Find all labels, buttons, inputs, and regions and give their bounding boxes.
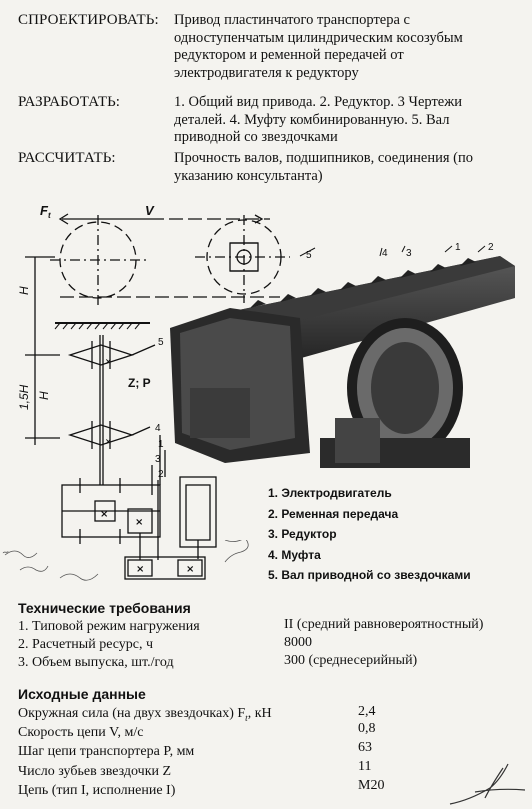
tech-row-value: 8000 — [284, 635, 312, 650]
callout-1: 1 — [158, 439, 164, 450]
callout-2: 2 — [158, 469, 164, 480]
input-row-label: Скорость цепи V, м/с — [18, 725, 144, 740]
design-line: электродвигателя к редуктору — [174, 64, 359, 81]
develop-label: РАЗРАБОТАТЬ: — [18, 94, 121, 110]
input-row-label: Число зубьев звездочки Z — [18, 764, 172, 779]
legend-item: 3. Редуктор — [268, 527, 337, 541]
input-row-value: 2,4 — [358, 704, 376, 719]
photo-callout-5: 5 — [306, 250, 312, 261]
input-row-value: M20 — [358, 778, 385, 793]
calc-label: РАССЧИТАТЬ: — [18, 150, 116, 166]
legend-item: 4. Муфта — [268, 547, 321, 562]
develop-line: деталей. 4. Муфту комбинированную. 5. Ва… — [174, 111, 450, 128]
design-line: одноступенчатым цилиндрическим косозубым — [174, 29, 463, 46]
svg-text:×: × — [105, 357, 112, 366]
svg-text:×: × — [100, 509, 108, 520]
svg-text:×: × — [135, 517, 143, 528]
develop-line: 1. Общий вид привода. 2. Редуктор. 3 Чер… — [174, 94, 463, 110]
legend: 1. Электродвигатель 2. Ременная передача… — [268, 483, 471, 586]
tech-row-label: 1. Типовой режим нагружения — [18, 619, 200, 634]
tech-row-value: 300 (среднесерийный) — [284, 653, 418, 668]
input-row-value: 0,8 — [358, 721, 376, 736]
conveyor-photo: 5 4 3 1 2 — [170, 242, 515, 468]
develop-text: 1. Общий вид привода. 2. Редуктор. 3 Чер… — [174, 94, 519, 147]
v-label: V — [145, 203, 155, 218]
input-row-label: Окружная сила (на двух звездочках) Ft, к… — [18, 706, 272, 723]
tech-title: Технические требования — [18, 600, 191, 616]
legend-item: 5. Вал приводной со звездочками — [268, 568, 471, 582]
photo-callout-2: 2 — [488, 242, 494, 253]
photo-callout-4: 4 — [382, 248, 388, 259]
h-label: H — [17, 286, 31, 295]
legend-item: 1. Электродвигатель — [268, 486, 392, 500]
input-row-label: Цепь (тип I, исполнение I) — [18, 783, 176, 798]
h2-label: H — [37, 391, 51, 400]
input-row-label: Шаг цепи транспортера P, мм — [18, 744, 195, 759]
svg-text:×: × — [105, 437, 112, 446]
design-text: Привод пластинчатого транспортера с одно… — [174, 12, 519, 82]
design-label: СПРОЕКТИРОВАТЬ: — [18, 12, 159, 28]
calc-text: Прочность валов, подшипников, соединения… — [174, 150, 519, 185]
callout-5: 5 — [158, 337, 164, 348]
tech-row-value: II (средний равновероятностный) — [284, 617, 484, 632]
photo-callout-3: 3 — [406, 248, 412, 259]
legend-item: 2. Ременная передача — [268, 506, 399, 521]
calc-line: Прочность валов, подшипников, соединения… — [174, 150, 473, 166]
callout-4: 4 — [155, 423, 161, 434]
calc-line: указанию консультанта) — [174, 167, 323, 184]
h15-label: 1,5H — [17, 384, 31, 410]
handwriting-scribble — [4, 540, 249, 581]
ft-label: Ft — [40, 203, 51, 220]
design-line: редуктором и ременной передачей от — [174, 47, 404, 63]
input-row-value: 11 — [358, 759, 372, 774]
zp-label: Z; P — [128, 376, 151, 390]
svg-text:×: × — [186, 564, 194, 575]
kinematic-scheme: × × × × × × Ft V H 1,5H H Z; P 5 4 1 3 2 — [17, 203, 290, 580]
input-title: Исходные данные — [18, 686, 146, 702]
tech-row-label: 2. Расчетный ресурс, ч — [18, 637, 154, 652]
develop-line: приводной со звездочками — [174, 129, 338, 145]
svg-text:×: × — [136, 564, 144, 575]
tech-row-label: 3. Объем выпуска, шт./год — [18, 655, 174, 670]
callout-3: 3 — [155, 454, 161, 465]
design-line: Привод пластинчатого транспортера с — [174, 12, 410, 28]
input-row-value: 63 — [358, 740, 372, 755]
photo-callout-1: 1 — [455, 242, 461, 253]
signature — [449, 763, 526, 805]
